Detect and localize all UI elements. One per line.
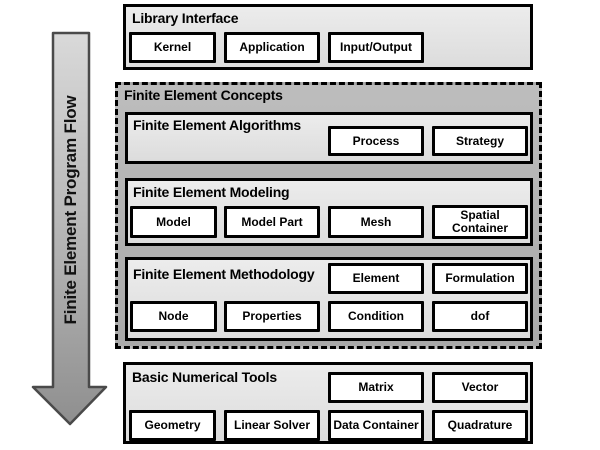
node-element: Element [328,263,424,294]
node-data-container: Data Container [328,410,424,441]
algorithms-title: Finite Element Algorithms [133,117,301,133]
methodology-title: Finite Element Methodology [133,266,315,282]
node-matrix: Matrix [328,372,424,403]
down-arrow-icon [31,31,108,426]
node-properties: Properties [224,301,320,332]
node-vector: Vector [432,372,528,403]
node-model: Model [130,206,217,238]
node-dof: dof [432,301,528,332]
program-flow-arrow [31,31,108,426]
library-interface-title: Library Interface [132,10,239,26]
node-input-output: Input/Output [328,32,424,63]
node-condition: Condition [328,301,424,332]
library-interface-box: Library Interface Kernel Application Inp… [123,4,533,70]
modeling-title: Finite Element Modeling [133,184,290,200]
node-geometry: Geometry [129,410,216,441]
node-spatial-container: Spatial Container [432,205,528,239]
node-application: Application [224,32,320,63]
program-flow-label: Finite Element Program Flow [61,95,80,325]
node-strategy: Strategy [432,126,528,156]
node-quadrature: Quadrature [432,410,528,441]
finite-element-concepts-box: Finite Element Concepts Finite Element A… [115,82,542,349]
basic-numerical-tools-box: Basic Numerical Tools Matrix Vector Geom… [123,362,533,444]
modeling-box: Finite Element Modeling Model Model Part… [125,178,533,246]
node-process: Process [328,126,424,156]
methodology-box: Finite Element Methodology Element Formu… [125,257,533,341]
node-linear-solver: Linear Solver [224,410,320,441]
node-node: Node [130,301,217,332]
node-formulation: Formulation [432,263,528,294]
finite-element-concepts-title: Finite Element Concepts [124,87,283,103]
node-kernel: Kernel [129,32,216,63]
node-model-part: Model Part [224,206,320,238]
algorithms-box: Finite Element Algorithms Process Strate… [125,112,533,164]
basic-numerical-tools-title: Basic Numerical Tools [132,369,277,385]
node-mesh: Mesh [328,206,424,238]
